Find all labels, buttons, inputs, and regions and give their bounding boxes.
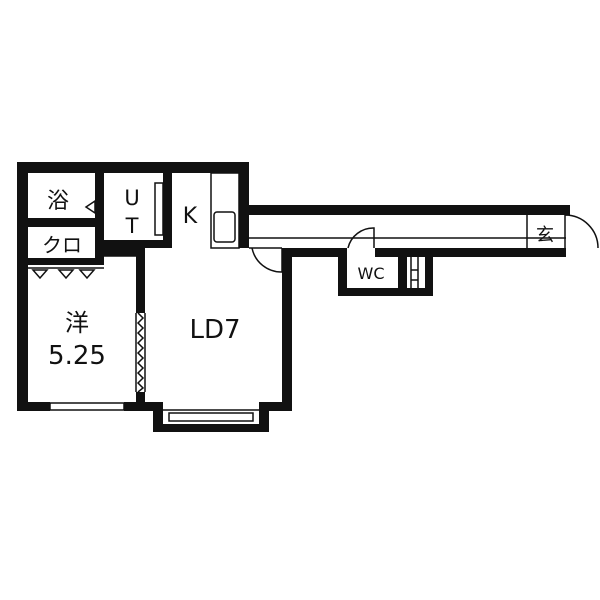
sliding-partition xyxy=(136,312,145,393)
wall-wc-mid xyxy=(398,257,407,296)
kitchen-counter xyxy=(210,172,240,249)
wall-top-left xyxy=(17,162,247,173)
wall-corridor-top xyxy=(239,205,566,215)
walls xyxy=(17,162,570,432)
wall-bath-ut xyxy=(95,173,104,265)
label-bath: 浴 xyxy=(47,189,69,214)
label-bedroom-size: 5.25 xyxy=(48,341,106,371)
wall-corridor-bottom-b xyxy=(375,248,566,257)
wall-ut-kitchen xyxy=(163,173,172,248)
label-living: LD7 xyxy=(189,315,240,345)
wall-bottom-living-right xyxy=(259,402,292,411)
wall-corridor-bottom-a xyxy=(282,248,338,257)
wall-left xyxy=(17,162,28,411)
ut-panel xyxy=(154,182,164,236)
kitchen-sink xyxy=(213,211,236,243)
wall-bay-bottom xyxy=(153,424,269,432)
wall-closet-bottom xyxy=(28,258,104,265)
wc-door xyxy=(347,227,375,249)
wall-corridor-end xyxy=(566,205,570,215)
label-toilet: WC xyxy=(358,264,385,283)
label-entrance: 玄 xyxy=(536,225,554,246)
wall-ut-bottom xyxy=(104,240,172,248)
fixtures xyxy=(28,172,599,422)
bedroom-window xyxy=(49,402,125,411)
wall-bay-right xyxy=(259,402,269,432)
label-bedroom-type: 洋 xyxy=(65,309,89,337)
bay-window xyxy=(168,412,254,422)
wall-bath-closet xyxy=(28,218,100,227)
wall-right-living xyxy=(282,248,292,411)
label-utility-bottom: T xyxy=(125,214,139,238)
label-utility-top: U xyxy=(124,186,139,210)
ld-door xyxy=(251,247,283,273)
label-kitchen: K xyxy=(183,204,198,229)
wall-bedroom-living-lower xyxy=(136,392,145,411)
wall-bedroom-living xyxy=(136,248,145,313)
wall-bay-left xyxy=(153,402,163,432)
wall-wc-left xyxy=(338,248,347,296)
entrance-door xyxy=(564,214,599,249)
bath-door-marker xyxy=(84,199,96,215)
wall-wc-bottom xyxy=(338,288,433,296)
wall-partition-top xyxy=(104,248,145,256)
room-labels: 浴 クロ U T K 洋 5.25 LD7 WC 玄 xyxy=(42,186,554,371)
wall-wc-right xyxy=(425,248,433,296)
label-closet: クロ xyxy=(42,233,82,257)
wall-bottom-bedroom xyxy=(17,402,50,411)
